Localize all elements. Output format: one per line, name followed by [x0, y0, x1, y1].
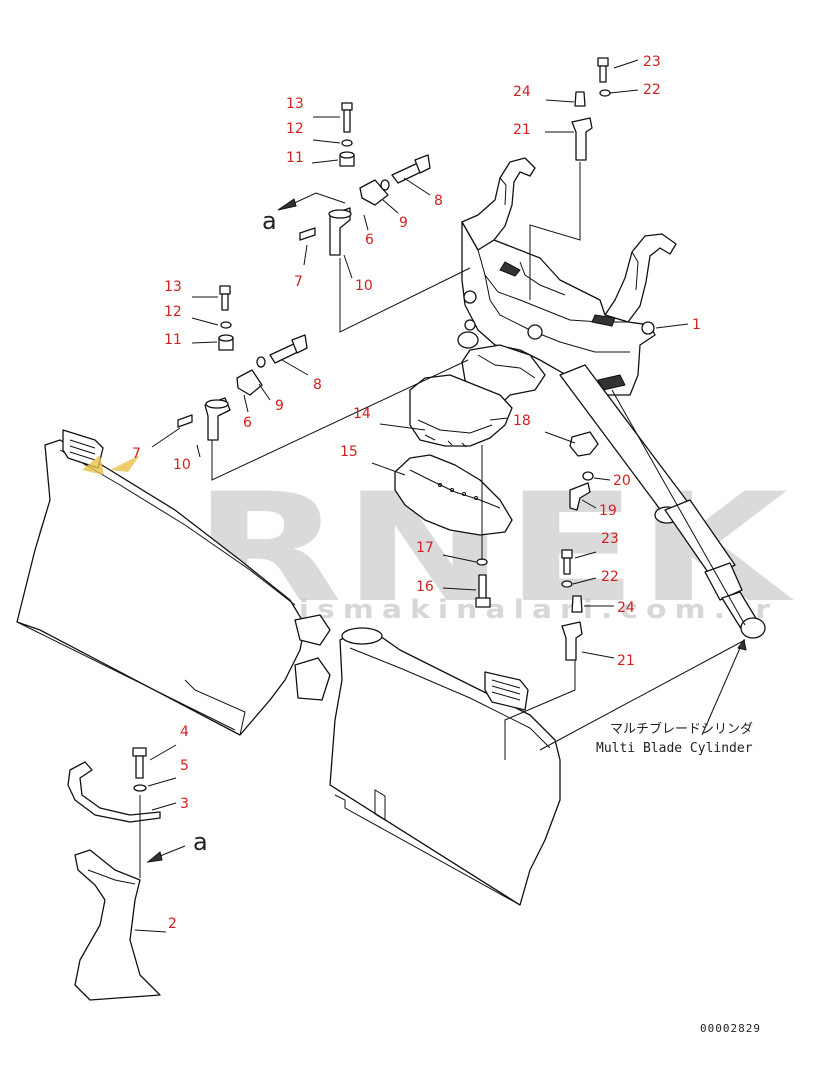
callout-7-upper: 7 — [294, 274, 303, 290]
callout-labels: 13 12 11 8 9 6 7 10 13 12 11 8 9 6 7 10 … — [132, 54, 701, 932]
callout-1: 1 — [692, 317, 701, 333]
callout-10-middle: 10 — [173, 457, 191, 473]
callout-16: 16 — [416, 579, 434, 595]
part-2-shoe — [74, 849, 161, 1001]
callout-22-top: 22 — [643, 82, 661, 98]
callout-24-top: 24 — [513, 84, 531, 100]
callout-23-bottom: 23 — [601, 531, 619, 547]
callout-21-bottom: 21 — [617, 653, 635, 669]
grease-fitting-group — [569, 431, 599, 511]
leader-lines — [134, 59, 747, 933]
callout-3: 3 — [180, 796, 189, 812]
callout-21-top: 21 — [513, 122, 531, 138]
callout-12-upper: 12 — [286, 121, 304, 137]
callout-2: 2 — [168, 916, 177, 932]
bolt-16-17 — [475, 558, 491, 608]
cylinder-label-jp: マルチブレードシリンダ — [610, 721, 753, 737]
part-15-plate — [394, 454, 513, 536]
view-marker-a-lower: a — [193, 828, 208, 856]
callout-14: 14 — [353, 406, 371, 422]
callout-7-middle: 7 — [132, 446, 141, 462]
callout-13-middle: 13 — [164, 279, 182, 295]
callout-6-middle: 6 — [243, 415, 252, 431]
callout-24-bottom: 24 — [617, 600, 635, 616]
callout-5: 5 — [180, 758, 189, 774]
multi-blade-cylinder — [559, 364, 766, 639]
callout-20: 20 — [613, 473, 631, 489]
callout-8-upper: 8 — [434, 193, 443, 209]
callout-4: 4 — [180, 724, 189, 740]
right-blade — [329, 627, 561, 906]
callout-11-middle: 11 — [164, 332, 182, 348]
bracket-21-top — [571, 57, 611, 161]
view-marker-a-upper: a — [262, 207, 277, 235]
callout-19: 19 — [599, 503, 617, 519]
callout-22-bottom: 22 — [601, 569, 619, 585]
callout-10-upper: 10 — [355, 278, 373, 294]
bracket-21-bottom — [561, 549, 583, 661]
drawing-code: 00002829 — [700, 1022, 761, 1035]
left-blade — [16, 429, 331, 736]
callout-11-upper: 11 — [286, 150, 304, 166]
callout-8-middle: 8 — [313, 377, 322, 393]
callout-6-upper: 6 — [365, 232, 374, 248]
callout-17: 17 — [416, 540, 434, 556]
callout-12-middle: 12 — [164, 304, 182, 320]
callout-15: 15 — [340, 444, 358, 460]
callout-13-upper: 13 — [286, 96, 304, 112]
callout-9-middle: 9 — [275, 398, 284, 414]
callout-23-top: 23 — [643, 54, 661, 70]
cylinder-label-en: Multi Blade Cylinder — [596, 741, 753, 756]
part-3-guide — [67, 761, 161, 823]
middle-pin-group — [177, 285, 308, 441]
callout-18: 18 — [513, 413, 531, 429]
bolt-4-5 — [132, 747, 147, 792]
upper-pin-group — [299, 102, 431, 256]
callout-9-upper: 9 — [399, 215, 408, 231]
